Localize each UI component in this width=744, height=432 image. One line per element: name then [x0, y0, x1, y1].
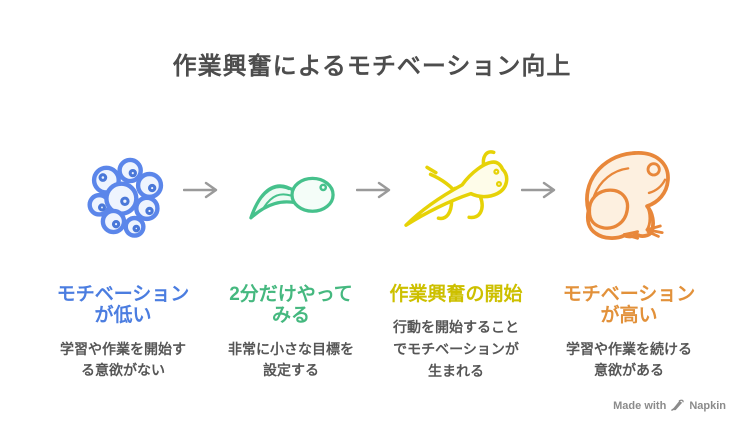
stage-2-description: 非常に小さな目標を設定する [228, 340, 354, 379]
stage-4-heading: モチベーションが高い [562, 284, 696, 327]
stage-2-heading: 2分だけやってみる [229, 284, 353, 327]
froglet-icon [399, 146, 513, 236]
arrow-right-icon [182, 181, 225, 199]
arrow-right-icon [355, 181, 398, 199]
stage-1-text: モチベーションが低い 学習や作業を開始する意欲がない [43, 284, 203, 382]
stage-4-text: モチベーションが高い 学習や作業を続ける意欲がある [549, 284, 709, 382]
frog-icon [575, 141, 687, 243]
page-title: 作業興奮によるモチベーション向上 [172, 53, 572, 80]
stage-2-text: 2分だけやってみる 非常に小さな目標を設定する [211, 284, 371, 382]
frog-eggs-icon [80, 150, 168, 242]
tadpole-icon [246, 163, 338, 225]
stage-4-description: 学習や作業を続ける意欲がある [566, 340, 692, 379]
watermark-prefix: Made with [613, 399, 667, 412]
stage-1-heading: モチベーションが低い [56, 284, 190, 327]
watermark-brand: Napkin [689, 399, 726, 412]
stage-3-heading: 作業興奮の開始 [389, 284, 523, 305]
made-with-napkin-watermark: Made with Napkin [613, 399, 726, 412]
stage-3-text: 作業興奮の開始 行動を開始することでモチベーションが生まれる [376, 284, 536, 382]
stage-1-description: 学習や作業を開始する意欲がない [60, 340, 186, 379]
napkin-logo-icon [671, 399, 685, 412]
arrow-right-icon [520, 181, 563, 199]
stage-3-description: 行動を開始することでモチベーションが生まれる [393, 319, 519, 379]
